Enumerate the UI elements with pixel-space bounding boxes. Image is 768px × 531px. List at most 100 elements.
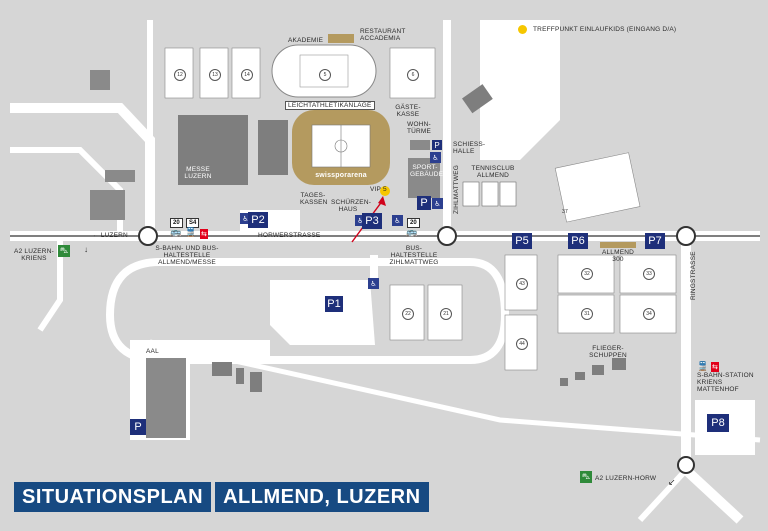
label-schiesshalle: SCHIESS-HALLE <box>453 141 486 156</box>
field-number: 21 <box>440 308 452 320</box>
label-akademie: AKADEMIE <box>288 37 324 44</box>
parking-p-aal: P <box>130 419 146 435</box>
parking-p8: P8 <box>707 414 729 432</box>
label-messe: MESSE LUZERN <box>184 166 212 181</box>
wheelchair-icon-p3: ♿ <box>355 215 366 226</box>
label-allmend300: ALLMEND 300 <box>601 249 635 264</box>
tennis-courts <box>462 181 517 207</box>
label-gaestekasse: GÄSTE-KASSE <box>395 104 421 119</box>
parking-p6: P6 <box>568 233 588 249</box>
field-37 <box>554 152 641 223</box>
label-aal: AAL <box>146 348 159 355</box>
label-a2-kriens: A2 LUZERN-KRIENS <box>14 248 54 263</box>
messe-hall-2 <box>258 120 288 175</box>
label-wohntuerme: WOHN-TÜRME <box>406 121 432 136</box>
label-ringstrasse: RINGSTRASSE <box>690 251 697 300</box>
bus-line-20-messe: 20 <box>170 218 183 228</box>
field-number: 14 <box>241 69 253 81</box>
field-number: 44 <box>516 338 528 350</box>
meeting-point-dot <box>380 186 390 196</box>
meeting-point-icon <box>518 25 527 34</box>
wheelchair-icon-wohn: ♿ <box>430 152 441 163</box>
label-tageskassen: TAGES-KASSEN <box>300 192 328 207</box>
building-w-2 <box>105 170 135 182</box>
label-tennisclub: TENNISCLUB ALLMEND <box>471 165 515 180</box>
parking-p-wohn: P <box>432 140 442 150</box>
training-fields-south <box>389 254 677 371</box>
parking-p5: P5 <box>512 233 532 249</box>
highway-icon-kriens: ⛍ <box>58 245 70 257</box>
label-sportgebaeude: SPORT-GEBÄUDE <box>410 164 444 179</box>
label-luzern: ← LUZERN <box>92 232 128 239</box>
label-zihlmattweg-road: ZIHLMATTWEG <box>453 164 460 214</box>
label-a2-horw: A2 LUZERN-HORW <box>595 475 657 482</box>
highway-icon-horw: ⛍ <box>580 471 592 483</box>
akademie-building <box>328 34 354 43</box>
flieger-schuppen <box>560 358 626 386</box>
wheelchair-icon-zihl: ♿ <box>392 215 403 226</box>
parking-p1: P1 <box>325 296 343 312</box>
roundabout-south <box>677 456 695 474</box>
bus-icon-messe: 🚌 <box>170 228 182 238</box>
train-icon-kriens: 🚆 <box>697 362 709 372</box>
roundabout-center <box>437 226 457 246</box>
field-number: 31 <box>581 308 593 320</box>
allmend300-building <box>600 242 636 248</box>
road-horw-2 <box>637 467 689 523</box>
road-horw <box>682 466 744 524</box>
bus-line-20-zihlmattweg: 20 <box>407 218 420 228</box>
map-title: SITUATIONSPLAN ALLMEND, LUZERN <box>14 482 429 512</box>
arrow-down-icon: ↓ <box>84 245 89 254</box>
title-part-1: SITUATIONSPLAN <box>14 482 212 512</box>
field-number: 22 <box>402 308 414 320</box>
wheelchair-icon-sport: ♿ <box>432 198 443 209</box>
label-vip: VIP 5 <box>370 186 387 193</box>
parking-p2: P2 <box>248 212 268 228</box>
label-luzern-text: LUZERN <box>100 232 128 239</box>
field-number: 34 <box>643 308 655 320</box>
field-number: 12 <box>174 69 186 81</box>
parking-p1-area <box>270 280 375 345</box>
title-part-2: ALLMEND, LUZERN <box>215 482 429 512</box>
bus-line-s4-messe: S4 <box>186 218 200 228</box>
label-leichtathletik: LEICHTATHLETIKANLAGE <box>285 101 375 111</box>
aal-building <box>146 358 186 438</box>
training-fields-north <box>164 47 436 99</box>
label-bus-zihlmattweg: BUS-HALTESTELLE ZIHLMATTWEG <box>389 245 439 267</box>
parking-p7: P7 <box>645 233 665 249</box>
building-w <box>90 190 125 220</box>
label-fliegerschuppen: FLIEGER-SCHUPPEN <box>589 345 627 360</box>
roundabout-west <box>138 226 158 246</box>
bus-icon-zihlmattweg: 🚌 <box>406 228 418 238</box>
label-horwerstrasse: HORWERSTRASSE <box>258 232 321 239</box>
field-number: 32 <box>581 268 593 280</box>
label-sbahn-messe: S-BAHN- UND BUS-HALTESTELLE ALLMEND/MESS… <box>155 245 219 267</box>
messe-building <box>178 115 248 185</box>
legend: TREFFPUNKT EINLAUFKIDS (EINGANG D/A) <box>518 25 676 34</box>
legend-meeting-point: TREFFPUNKT EINLAUFKIDS (EINGANG D/A) <box>533 25 677 33</box>
building-nw <box>90 70 110 90</box>
sbb-icon-kriens: ⇆ <box>711 362 719 372</box>
field-number: 13 <box>209 69 221 81</box>
parking-p3: P3 <box>362 213 382 229</box>
open-area-ne <box>480 20 560 160</box>
label-restaurant: RESTAURANT ACCADEMIA <box>360 28 406 43</box>
field-number: 37 <box>562 209 568 215</box>
parking-p-sport: P <box>417 196 431 210</box>
path-south <box>149 339 761 443</box>
train-icon-messe: 🚆 <box>185 228 197 238</box>
arrow-sw-icon: ↙ <box>668 477 676 487</box>
field-number: 33 <box>643 268 655 280</box>
sport-building <box>408 158 440 198</box>
wheelchair-icon-p1: ♿ <box>368 278 379 289</box>
label-sbahn-kriens: S-BAHN-STATION KRIENS MATTENHOF <box>697 372 754 394</box>
roundabout-east <box>676 226 696 246</box>
label-schuerzenhaus: SCHÜRZEN-HAUS <box>331 199 372 214</box>
field-number: 43 <box>516 278 528 290</box>
field-number: 5 <box>319 69 331 81</box>
building-ne <box>462 84 493 114</box>
sbb-icon-messe: ⇆ <box>200 229 208 239</box>
wheelchair-icon-p2: ♿ <box>240 213 251 224</box>
